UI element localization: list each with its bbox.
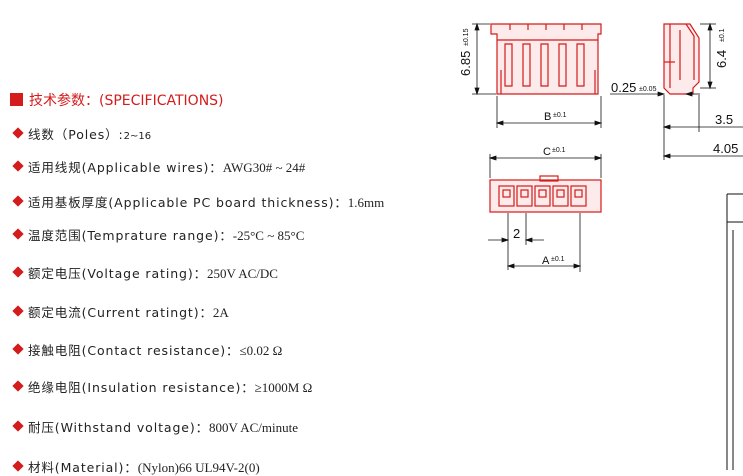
spec-row-temperature: 温度范围(Temprature range)：-25°C ~ 85°C xyxy=(12,225,304,244)
spec-label: 耐压(Withstand voltage)： xyxy=(28,420,210,435)
a-label: A xyxy=(542,255,550,267)
c-tolerance: ±0.1 xyxy=(552,147,566,154)
height-dimension xyxy=(472,22,496,96)
spec-value: -25°C ~ 85°C xyxy=(232,228,305,243)
spec-value: 800V AC/minute xyxy=(209,420,299,435)
spec-label: 适用基板厚度(Applicable PC board thickness)： xyxy=(28,195,348,210)
spec-value: AWG30# ~ 24# xyxy=(222,160,306,175)
b-dimension xyxy=(495,96,603,128)
side-height-tolerance: ±0.1 xyxy=(719,28,726,42)
dim-3-5: 3.5 xyxy=(715,112,733,127)
square-bullet-icon xyxy=(10,93,23,106)
spec-value: 250V AC/DC xyxy=(207,266,278,281)
spec-row-insulation-resistance: 绝缘电阻(Insulation resistance)：≥1000M Ω xyxy=(12,377,312,396)
specifications-title: 技术参数：(SPECIFICATIONS) xyxy=(10,90,224,110)
partial-table xyxy=(726,193,743,470)
spec-label: 适用线规(Applicable wires)： xyxy=(28,160,223,175)
side-view xyxy=(663,23,700,95)
side-width-dimensions xyxy=(662,95,743,160)
wall-tolerance: ±0.05 xyxy=(639,86,657,93)
spec-row-contact-resistance: 接触电阻(Contact resistance)：≤0.02 Ω xyxy=(12,340,282,359)
spec-row-wires: 适用线规(Applicable wires)：AWG30# ~ 24# xyxy=(12,157,305,176)
spec-row-poles: 线数（Poles）:2~16 xyxy=(12,124,151,143)
spec-row-withstand-voltage: 耐压(Withstand voltage)：800V AC/minute xyxy=(12,417,298,436)
side-height-dimension xyxy=(700,22,716,90)
a-dimension xyxy=(506,213,582,272)
height-tolerance: ±0.15 xyxy=(463,28,470,46)
c-label: C xyxy=(543,146,551,158)
spec-value: 1.6mm xyxy=(347,195,385,210)
pitch-dimension xyxy=(488,213,544,270)
spec-label: 额定电流(Current ratingt)： xyxy=(28,305,213,320)
spec-label: 绝缘电阻(Insulation resistance)： xyxy=(28,380,255,395)
pitch-value: 2 xyxy=(513,226,520,241)
a-tolerance: ±0.1 xyxy=(551,256,565,263)
height-value: 6.85 xyxy=(458,51,473,76)
c-dimension xyxy=(488,154,603,178)
specifications-title-text: 技术参数：(SPECIFICATIONS) xyxy=(29,93,224,109)
top-view xyxy=(489,175,602,213)
side-height-value: 6.4 xyxy=(714,50,729,68)
b-tolerance: ±0.1 xyxy=(553,112,567,119)
spec-label: 接触电阻(Contact resistance)： xyxy=(28,343,240,358)
b-label: B xyxy=(544,111,551,123)
spec-value: ≥1000M Ω xyxy=(254,380,313,395)
spec-label: 温度范围(Temprature range)： xyxy=(28,228,233,243)
spec-label: 线数（Poles）: xyxy=(28,127,124,142)
spec-row-voltage: 额定电压(Voltage rating)：250V AC/DC xyxy=(12,263,278,282)
spec-value: 2A xyxy=(212,305,229,320)
spec-row-board-thickness: 适用基板厚度(Applicable PC board thickness)：1.… xyxy=(12,192,384,211)
spec-row-current: 额定电流(Current ratingt)：2A xyxy=(12,302,229,321)
spec-label: 额定电压(Voltage rating)： xyxy=(28,266,208,281)
spec-value: 2~16 xyxy=(123,131,152,142)
wall-dimension xyxy=(610,91,700,97)
front-view xyxy=(490,23,602,95)
spec-value: ≤0.02 Ω xyxy=(239,343,283,358)
dim-4-05: 4.05 xyxy=(713,141,738,156)
wall-value: 0.25 xyxy=(611,80,636,95)
